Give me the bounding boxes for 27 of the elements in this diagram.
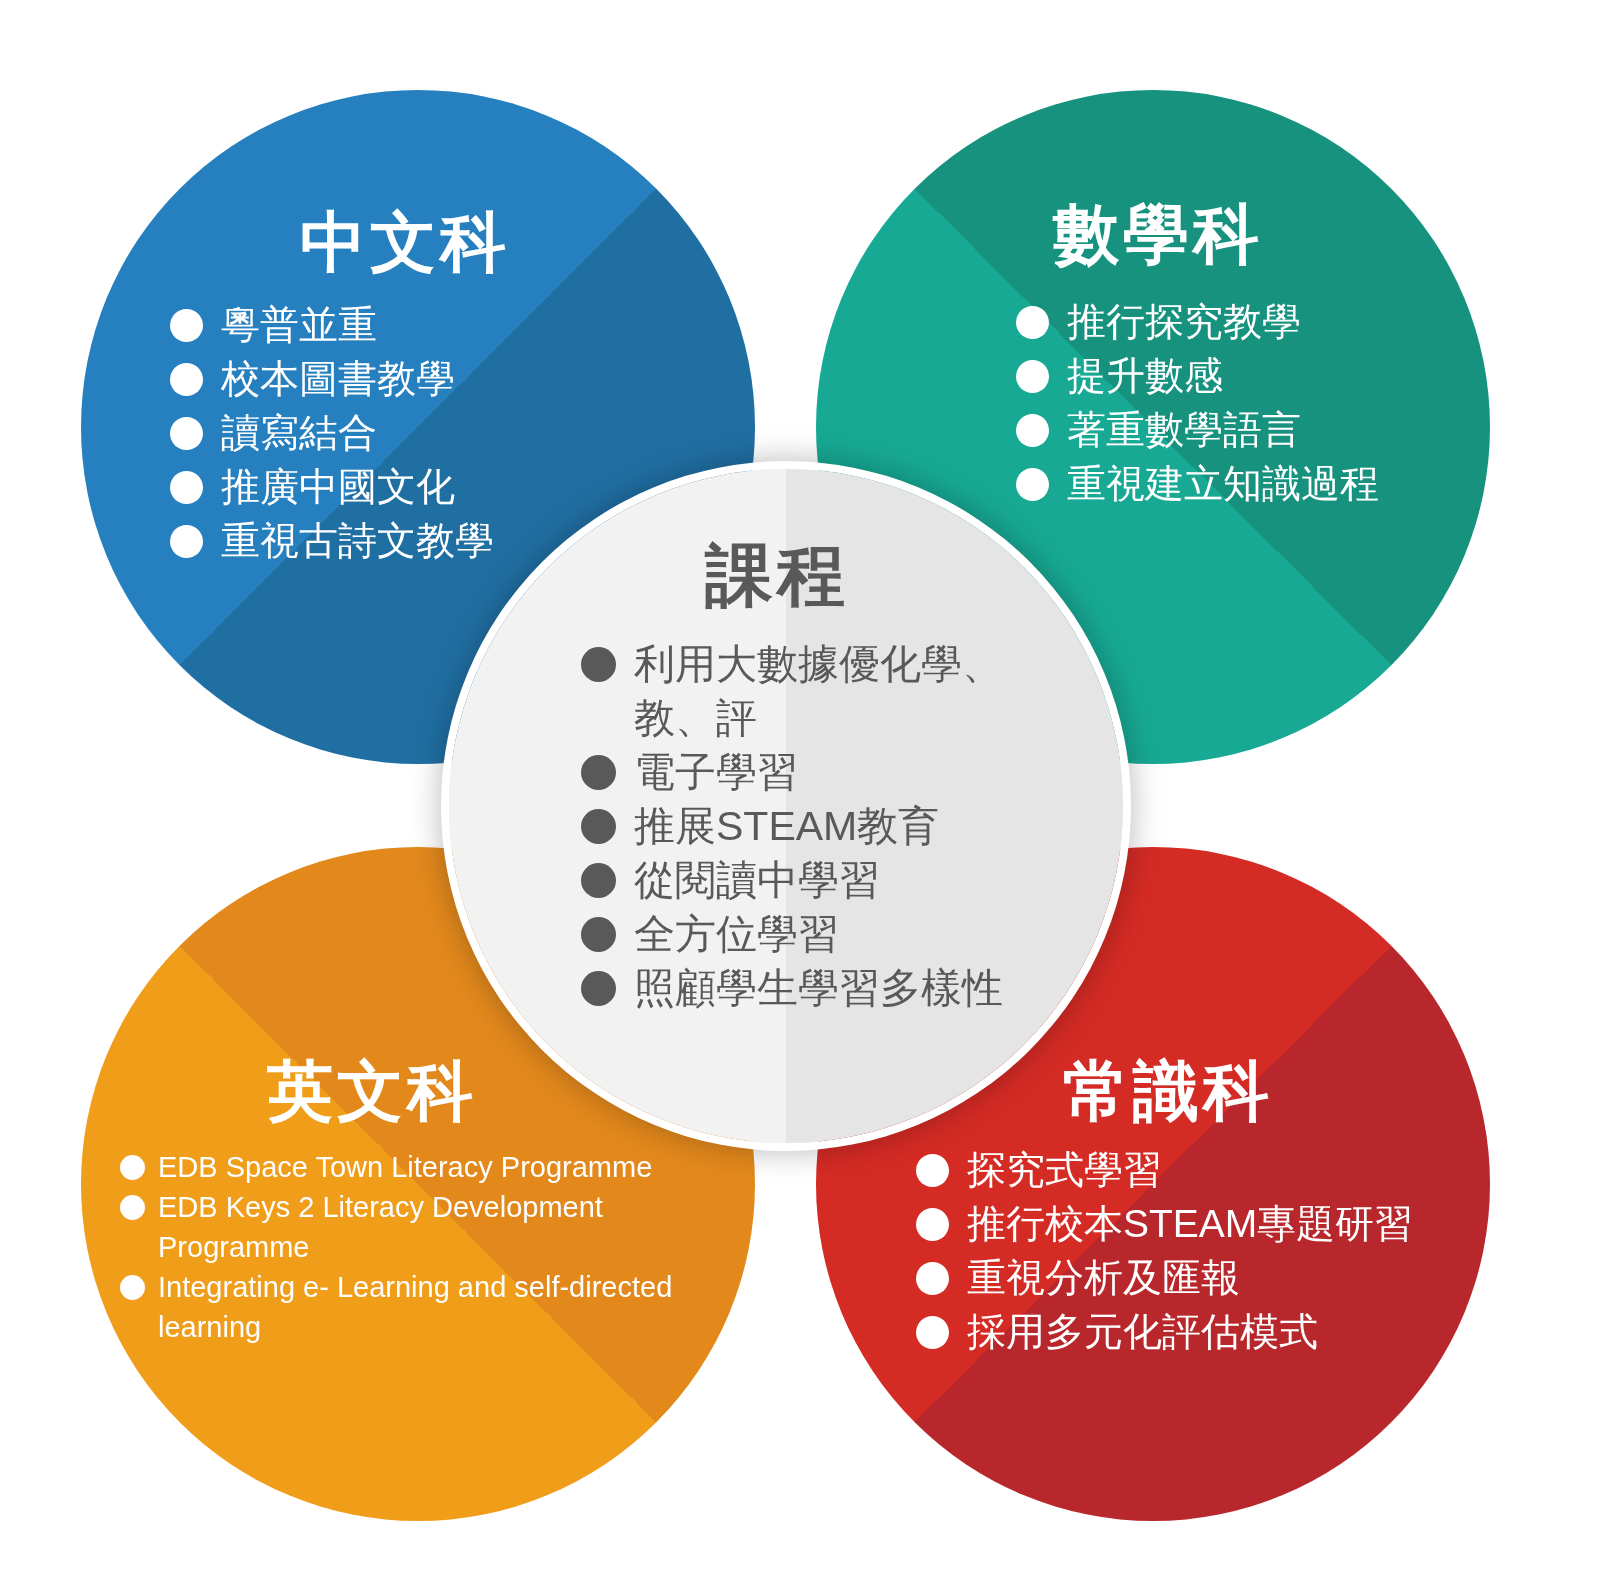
list-item: 電子學習: [634, 748, 798, 797]
list-item: 校本圖書教學: [221, 356, 455, 402]
list-item: 推展STEAM教育: [634, 802, 940, 851]
list-item: 從閱讀中學習: [634, 856, 880, 905]
circle-heading: 數學科: [1053, 196, 1263, 273]
circle-heading: 中文科: [300, 204, 510, 281]
list-item: 利用大數據優化學、教、評: [634, 640, 1004, 743]
list-item: Integrating e- Learning and self-directed learning: [158, 1270, 674, 1345]
list-item: 推行校本STEAM專題研習: [967, 1201, 1414, 1247]
list-item: 探究式學習: [967, 1147, 1162, 1193]
list-item: 重視建立知識過程: [1067, 461, 1379, 507]
list-item: 提升數感: [1067, 353, 1223, 399]
list-item: 讀寫結合: [221, 410, 377, 456]
list-item: 重視分析及匯報: [967, 1255, 1240, 1301]
list-item: 重視古詩文教學: [221, 518, 494, 564]
circle-heading: 課程: [705, 536, 849, 615]
list-item: 推行探究教學: [1067, 299, 1301, 345]
list-item: 照顧學生學習多樣性: [634, 964, 1003, 1013]
list-item: EDB Space Town Literacy Programme: [158, 1150, 653, 1185]
list-item: 採用多元化評估模式: [967, 1309, 1318, 1355]
circle-heading: 常識科: [1063, 1053, 1273, 1130]
list-item: 粵普並重: [221, 302, 377, 348]
list-item: 著重數學語言: [1067, 407, 1301, 453]
circle-heading: 英文科: [267, 1053, 477, 1130]
list-item: EDB Keys 2 Literacy Development Programme: [158, 1190, 604, 1265]
list-item: 推廣中國文化: [221, 464, 455, 510]
list-item: 全方位學習: [634, 910, 839, 959]
